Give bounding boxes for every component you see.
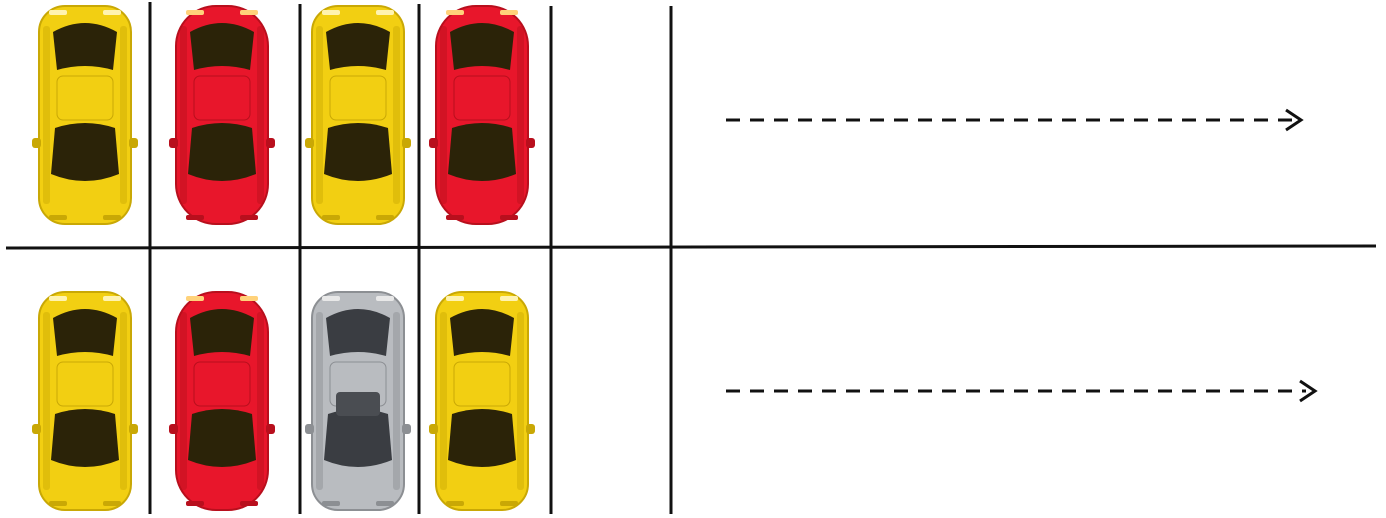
- car-bottom-3-silver: [305, 292, 411, 510]
- row-divider-line: [6, 246, 1376, 248]
- car-bottom-1-yellow: [32, 292, 138, 510]
- car-top-4-red: [429, 6, 535, 224]
- car-top-1-yellow: [32, 6, 138, 224]
- car-top-2-red: [169, 6, 275, 224]
- car-top-3-yellow: [305, 6, 411, 224]
- car-bottom-4-yellow: [429, 292, 535, 510]
- car-bottom-2-red: [169, 292, 275, 510]
